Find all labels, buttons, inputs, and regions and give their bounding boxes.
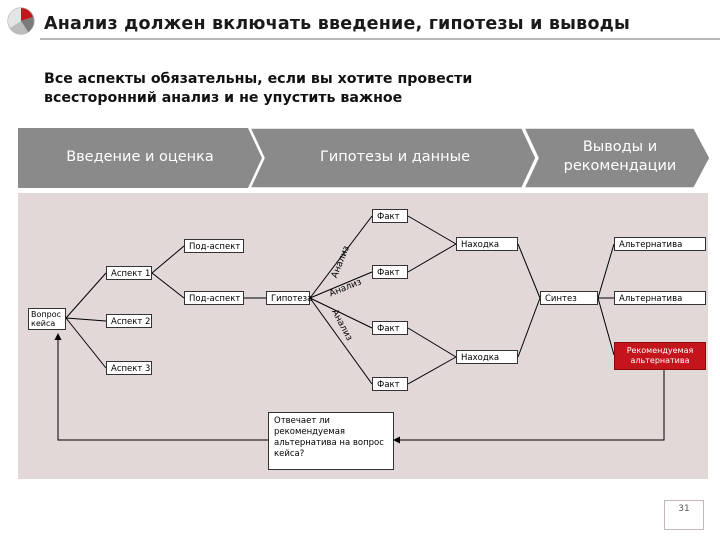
subtitle: Все аспекты обязательны, если вы хотите …	[44, 71, 473, 106]
fact-1-box: Факт	[372, 209, 408, 223]
page-number: 31	[664, 500, 704, 530]
subaspect-1-box: Под-аспект	[184, 239, 244, 253]
hypothesis-box: Гипотеза	[266, 291, 312, 305]
stage-chevron-bar	[18, 127, 711, 189]
stage-hypotheses: Гипотезы и данные	[319, 149, 471, 165]
aspect-3-box: Аспект 3	[106, 361, 152, 375]
page-title: Анализ должен включать введение, гипотез…	[44, 14, 631, 34]
fact-2-box: Факт	[372, 265, 408, 279]
check-question-box: Отвечает ли рекомендуемая альтернатива н…	[268, 412, 394, 470]
fact-3-box: Факт	[372, 321, 408, 335]
title-divider	[40, 38, 720, 40]
subaspect-2-box: Под-аспект	[184, 291, 244, 305]
alternative-2-box: Альтернатива	[614, 291, 706, 305]
stage-intro: Введение и оценка	[66, 149, 214, 165]
fact-4-box: Факт	[372, 377, 408, 391]
aspect-1-box: Аспект 1	[106, 266, 152, 280]
stage-chevron-2	[248, 127, 537, 189]
stage-chevron-3	[522, 127, 711, 189]
finding-2-box: Находка	[456, 350, 518, 364]
stage-chevron-1	[18, 128, 262, 188]
synthesis-box: Синтез	[540, 291, 598, 305]
recommended-alternative-box: Рекомендуемая альтернатива	[614, 342, 706, 370]
aspect-2-box: Аспект 2	[106, 314, 152, 328]
finding-1-box: Находка	[456, 237, 518, 251]
stage-conclusions: Выводы и рекомендации	[563, 139, 677, 174]
company-logo-icon	[7, 7, 35, 35]
alternative-1-box: Альтернатива	[614, 237, 706, 251]
case-question-box: Вопрос кейса	[28, 308, 66, 330]
